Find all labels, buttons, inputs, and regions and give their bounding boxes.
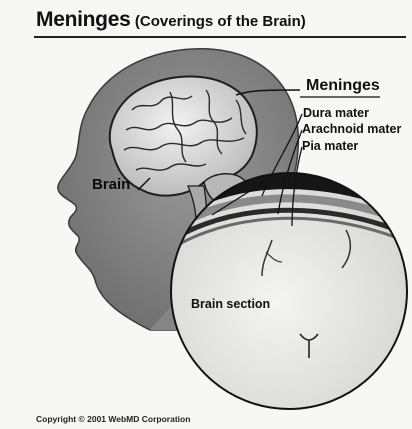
label-meninges: Meninges (306, 77, 380, 95)
label-brain: Brain (92, 176, 130, 193)
copyright-notice: Copyright © 2001 WebMD Corporation (36, 414, 190, 424)
label-dura-mater: Dura mater (303, 106, 369, 120)
label-brain-section: Brain section (191, 297, 270, 311)
label-arachnoid-mater: Arachnoid mater (302, 122, 401, 136)
label-pia-mater: Pia mater (302, 139, 358, 153)
